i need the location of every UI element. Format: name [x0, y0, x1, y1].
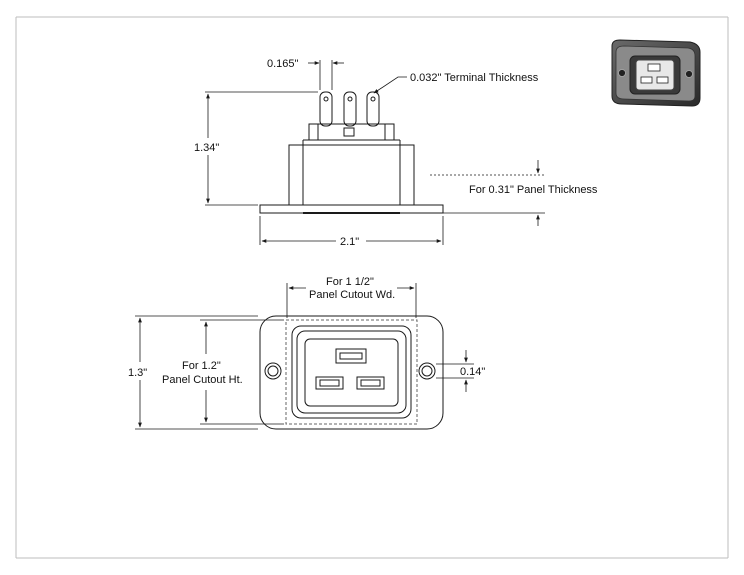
socket-face	[304, 338, 399, 407]
socket-contacts	[315, 348, 385, 390]
terminal-pins	[319, 91, 380, 127]
hole-diameter-label: 0.14"	[460, 366, 485, 378]
cutout-width-line1: For 1 1/2"	[326, 276, 374, 288]
cutout-outline	[285, 319, 418, 425]
body-inner-rim	[296, 330, 407, 414]
product-thumbnail	[611, 39, 701, 107]
front-view-dimensions	[135, 283, 474, 430]
front-height-label: 1.3"	[128, 367, 147, 379]
side-width-label: 2.1"	[340, 236, 359, 248]
terminal-thickness-label: 0.032" Terminal Thickness	[410, 72, 539, 84]
cutout-height-line1: For 1.2"	[182, 360, 221, 372]
side-view-dimensions	[205, 60, 545, 245]
mounting-hole-left	[264, 362, 282, 380]
pin-spacing-label: 0.165"	[267, 58, 299, 70]
side-view	[259, 91, 444, 214]
body-outer-rim	[291, 325, 412, 419]
connector-body-side	[288, 144, 415, 206]
drawing-border	[15, 16, 729, 559]
mounting-hole-right	[418, 362, 436, 380]
mounting-flange-side	[259, 204, 444, 214]
cutout-width-line2: Panel Cutout Wd.	[309, 289, 395, 301]
terminal-block	[302, 123, 401, 145]
front-flange-outline	[259, 315, 444, 430]
front-view	[259, 315, 444, 430]
cutout-height-line2: Panel Cutout Ht.	[162, 374, 243, 386]
panel-thickness-label: For 0.31" Panel Thickness	[469, 184, 598, 196]
side-height-label: 1.34"	[194, 142, 219, 154]
